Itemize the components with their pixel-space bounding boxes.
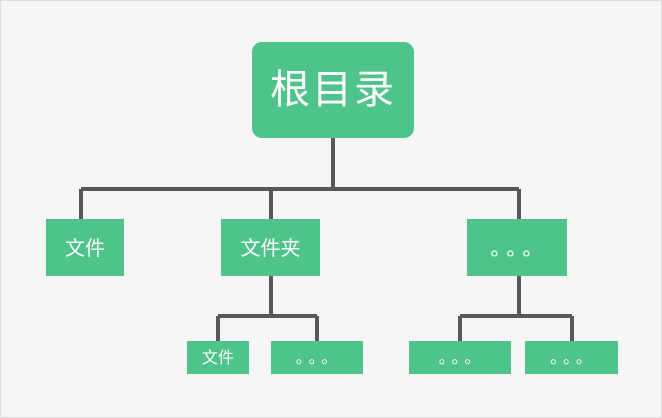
node-file-1-label: 文件 (65, 235, 105, 260)
node-root-label: 根目录 (270, 67, 396, 113)
node-more-1-label: 。。。 (490, 235, 549, 260)
node-more-3-label: 。。。 (438, 347, 486, 367)
node-more-3[interactable]: 。。。 (409, 341, 511, 374)
node-more-2-label: 。。。 (295, 347, 343, 367)
node-more-4-label: 。。。 (550, 347, 597, 367)
node-more-4[interactable]: 。。。 (525, 341, 618, 374)
node-file-2-label: 文件 (201, 347, 234, 367)
node-more-1[interactable]: 。。。 (467, 219, 567, 276)
node-folder-1[interactable]: 文件夹 (221, 219, 320, 276)
node-file-1[interactable]: 文件 (46, 219, 124, 276)
node-file-2[interactable]: 文件 (187, 341, 249, 374)
node-root[interactable]: 根目录 (252, 42, 414, 138)
node-folder-1-label: 文件夹 (240, 235, 301, 260)
node-more-2[interactable]: 。。。 (271, 341, 363, 374)
